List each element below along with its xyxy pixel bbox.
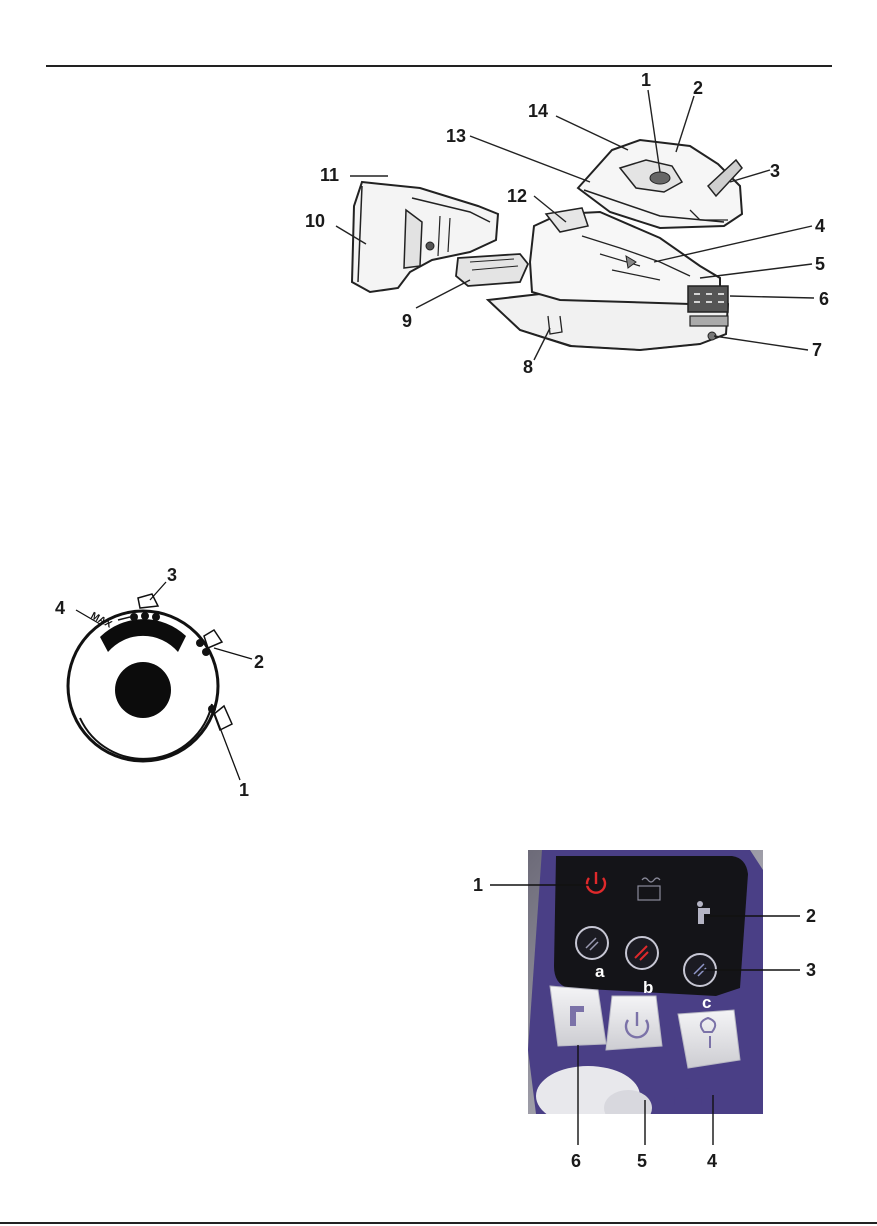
dial-callout-4: 4 bbox=[55, 599, 65, 617]
button-letter-a: a bbox=[595, 963, 604, 980]
panel-callout-4: 4 bbox=[707, 1152, 717, 1170]
button-letter-c: c bbox=[702, 994, 711, 1011]
panel-callout-3: 3 bbox=[806, 961, 816, 979]
temperature-dial-drawing bbox=[0, 0, 877, 820]
panel-callout-5: 5 bbox=[637, 1152, 647, 1170]
dial-callout-1: 1 bbox=[239, 781, 249, 799]
dial-callout-3: 3 bbox=[167, 566, 177, 584]
control-panel-photo: a b c bbox=[528, 850, 763, 1114]
panel-callout-1: 1 bbox=[473, 876, 483, 894]
footer-rule bbox=[0, 1222, 877, 1224]
panel-callout-2: 2 bbox=[806, 907, 816, 925]
dial-callout-2: 2 bbox=[254, 653, 264, 671]
panel-callout-6: 6 bbox=[571, 1152, 581, 1170]
button-letter-b: b bbox=[643, 979, 653, 996]
